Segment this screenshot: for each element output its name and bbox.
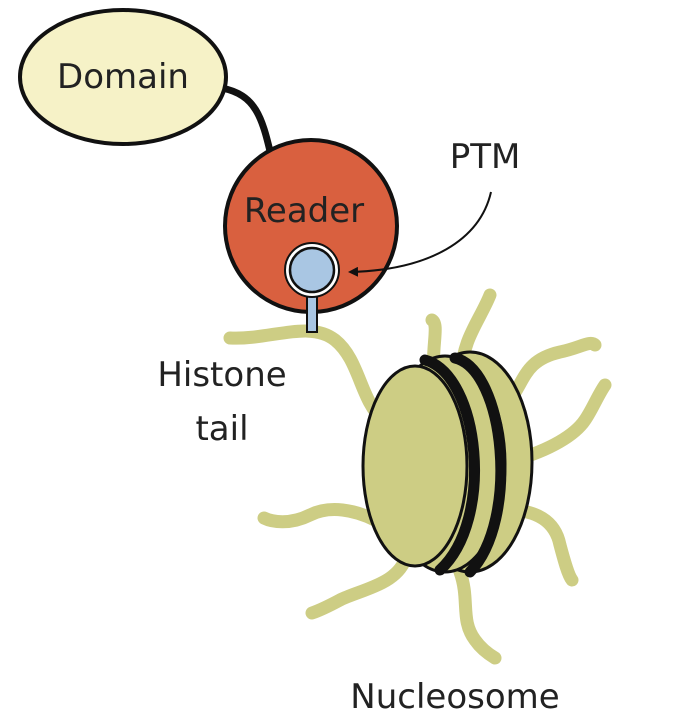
nucleosome-label: Nucleosome xyxy=(350,677,559,717)
ptm-arrow xyxy=(348,191,492,277)
histone-tail-bottom-2 xyxy=(453,565,502,665)
reader-label: Reader xyxy=(244,191,364,231)
nucleosome-front xyxy=(361,364,469,568)
domain: Domain xyxy=(18,8,228,146)
histone-tail-label-line2: tail xyxy=(195,409,248,449)
ptm-bulb xyxy=(288,246,336,294)
histone-tail-right-2 xyxy=(508,378,612,467)
domain-label: Domain xyxy=(57,57,189,97)
domain-shape xyxy=(18,8,228,146)
nucleosome xyxy=(361,350,534,578)
histone-tail-left xyxy=(257,503,382,529)
ptm xyxy=(284,242,340,333)
histone-tail-right-3 xyxy=(501,503,579,587)
ptm-label: PTM xyxy=(450,137,521,177)
histone-tail-bottom-1 xyxy=(305,553,412,620)
domain-reader-linker xyxy=(218,84,276,164)
dna-wrap-1 xyxy=(449,352,507,578)
histone-tail-label-line1: Histone xyxy=(157,355,286,395)
dna-wrap-2 xyxy=(419,354,480,576)
histone-tail-main xyxy=(223,324,390,427)
histone-tail-right-1 xyxy=(503,336,602,407)
